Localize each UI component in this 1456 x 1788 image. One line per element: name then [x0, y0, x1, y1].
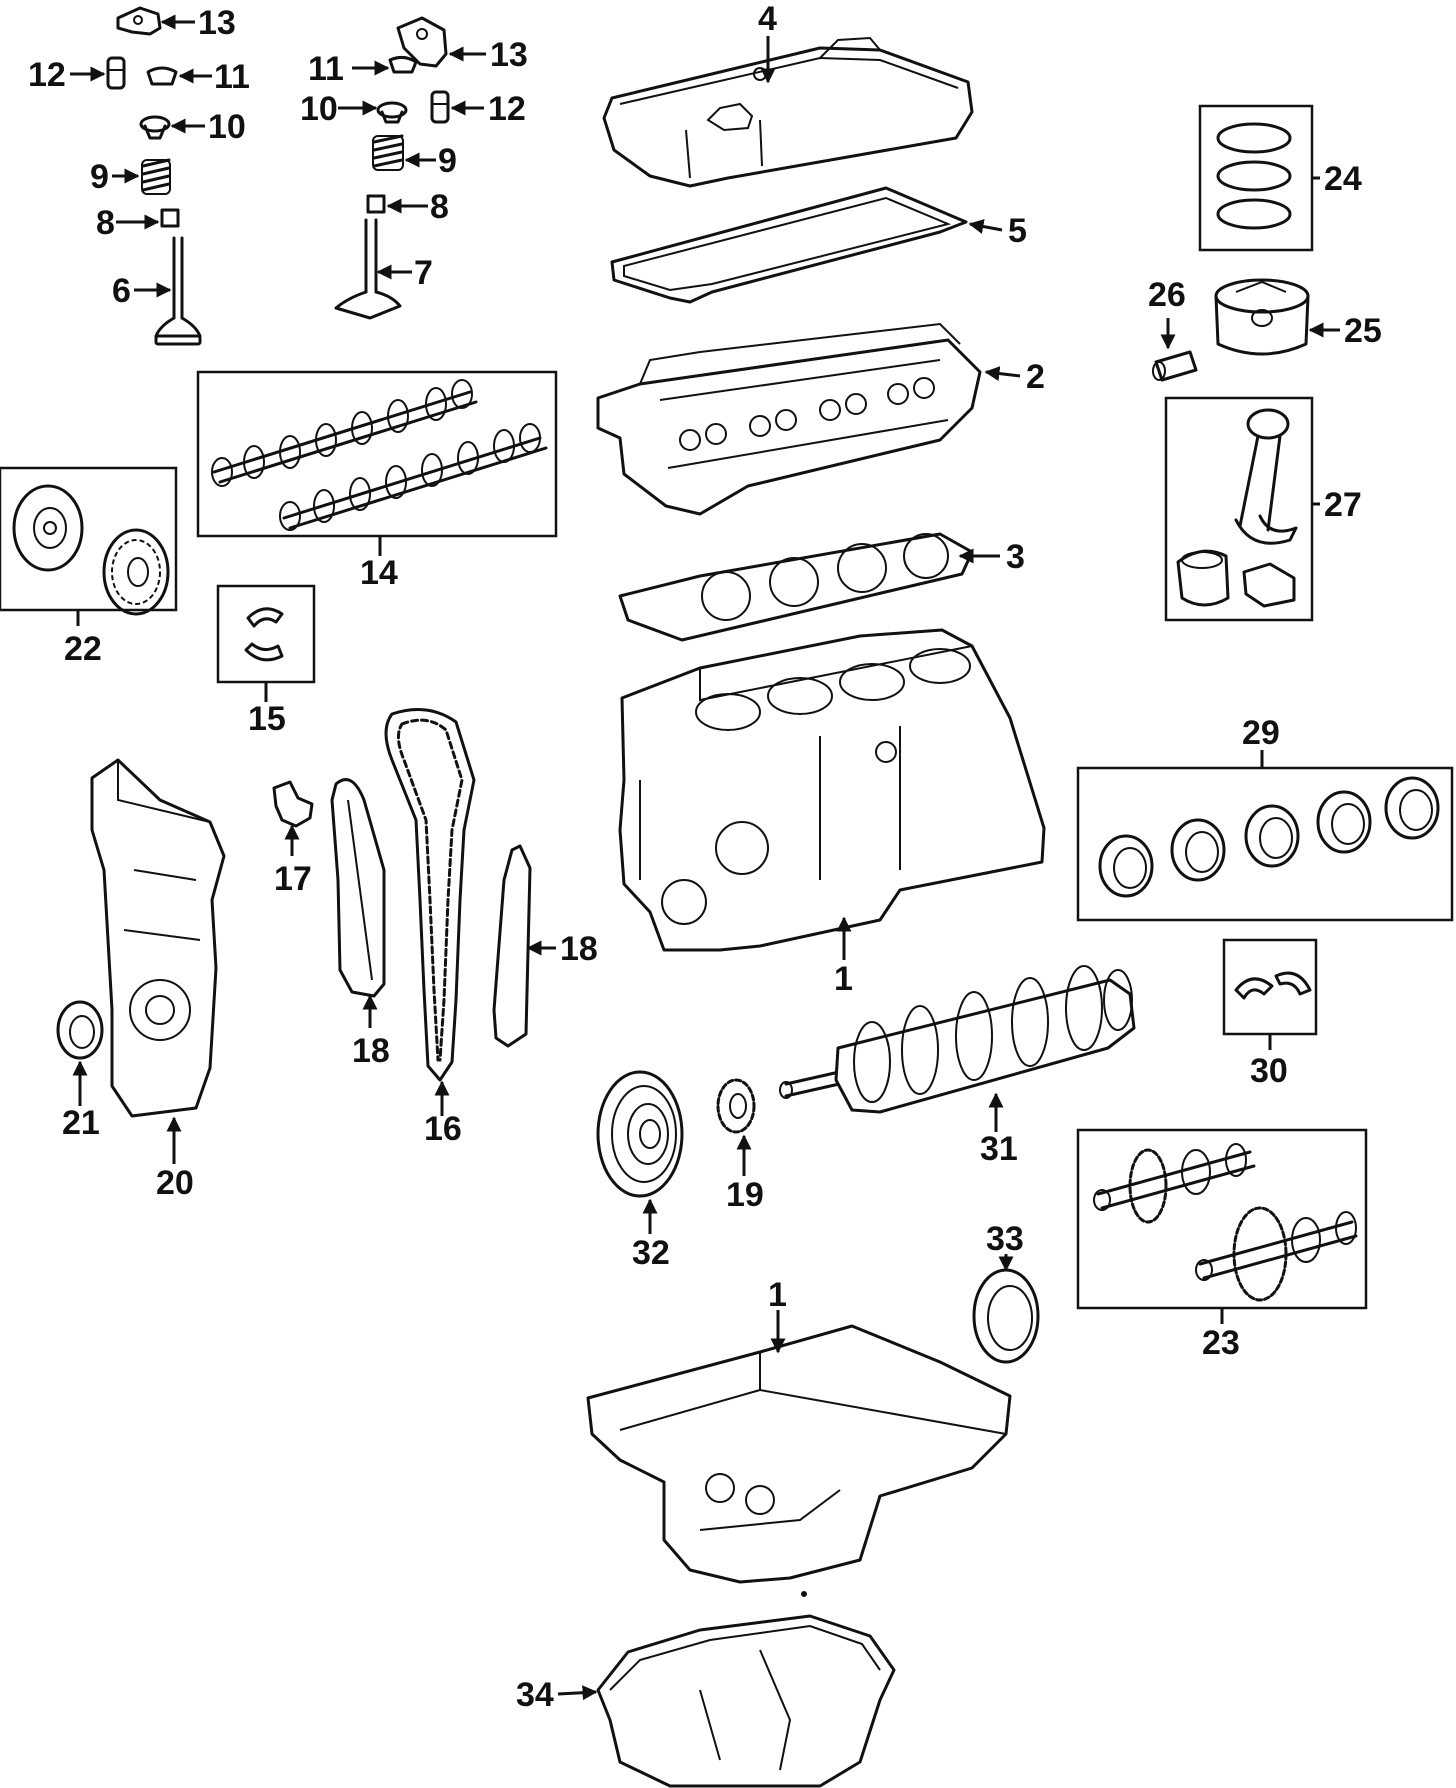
- camshaft-lower: [279, 423, 548, 531]
- chain-guide-left: [330, 778, 386, 998]
- callout-27: 27: [1324, 486, 1362, 524]
- connecting-rod: [1176, 408, 1298, 608]
- main-bearings: [1098, 776, 1440, 898]
- piston-rings: [1216, 122, 1292, 230]
- lash-adjuster-right: [430, 90, 450, 124]
- camshaft-kit-box: [196, 370, 558, 538]
- valve-seal-left: [160, 208, 180, 228]
- leader-lines: [70, 14, 1340, 1701]
- vvt-gear-exhaust: [102, 528, 170, 616]
- valve-cap-right: [388, 55, 418, 74]
- callout-10-right: 10: [300, 90, 338, 128]
- vvt-gear-intake: [12, 484, 84, 572]
- connecting-rod-box: [1164, 396, 1314, 622]
- callout-9-left: 9: [90, 158, 109, 196]
- valve-left: [154, 236, 202, 346]
- valve-retainer-right: [376, 101, 408, 124]
- crank-pulley: [596, 1070, 684, 1198]
- piston-pin: [1152, 350, 1198, 382]
- callout-5: 5: [1008, 212, 1027, 250]
- rear-main-seal: [972, 1268, 1040, 1364]
- callout-21: 21: [62, 1104, 100, 1142]
- crankshaft: [779, 965, 1136, 1114]
- callout-8-right: 8: [430, 188, 449, 226]
- callout-1-crankcase: 1: [768, 1276, 787, 1314]
- callout-13-right: 13: [490, 36, 528, 74]
- chain-guide-right: [492, 844, 532, 1048]
- callout-34: 34: [516, 1676, 554, 1714]
- thrust-washer-box: [216, 584, 316, 684]
- callout-31: 31: [980, 1130, 1018, 1168]
- crank-sprocket: [716, 1078, 756, 1134]
- callout-labels: 13 12 11 10 9 8 6 13 11 10 12 9 8 7 4 5 …: [28, 0, 1382, 1714]
- thrust-washers: [244, 607, 284, 662]
- callout-12-left: 12: [28, 56, 66, 94]
- callout-11-left: 11: [214, 58, 250, 96]
- callout-13-left: 13: [198, 4, 236, 42]
- valve-spring-right: [372, 134, 404, 171]
- main-bearing-box: [1076, 766, 1454, 922]
- valve-cover-gasket: [610, 186, 968, 304]
- callout-2: 2: [1026, 358, 1045, 396]
- callout-11-right: 11: [308, 50, 344, 88]
- callout-22: 22: [64, 630, 102, 668]
- camshaft-upper: [211, 379, 478, 487]
- callout-30: 30: [1250, 1052, 1288, 1090]
- callout-18-right: 18: [560, 930, 598, 968]
- callout-7: 7: [414, 254, 433, 292]
- callout-25: 25: [1344, 312, 1382, 350]
- balance-shaft-lower: [1195, 1206, 1358, 1302]
- lash-adjuster-left: [106, 56, 126, 90]
- callout-3: 3: [1006, 538, 1025, 576]
- callout-17: 17: [274, 860, 312, 898]
- timing-cover: [90, 758, 226, 1118]
- callout-14: 14: [360, 554, 398, 592]
- valve-right: [334, 218, 402, 320]
- callout-16: 16: [424, 1110, 462, 1148]
- callout-20: 20: [156, 1164, 194, 1202]
- callout-8-left: 8: [96, 204, 115, 242]
- crank-thrust-washers: [1234, 971, 1312, 1000]
- valve-cap-left: [146, 66, 178, 86]
- drain-bolt-marker: [801, 1591, 807, 1597]
- piston: [1214, 278, 1310, 356]
- chain-tensioner: [272, 780, 314, 828]
- callout-9-right: 9: [438, 142, 457, 180]
- callout-6: 6: [112, 272, 131, 310]
- callout-26: 26: [1148, 276, 1186, 314]
- rocker-arm-left: [116, 6, 162, 36]
- valve-seal-right: [366, 194, 386, 214]
- valve-spring-left: [141, 158, 171, 195]
- callout-12-right: 12: [488, 90, 526, 128]
- callout-1-block: 1: [834, 960, 853, 998]
- balance-shaft-upper: [1093, 1143, 1256, 1224]
- callout-15: 15: [248, 700, 286, 738]
- balance-shaft-box: [1076, 1128, 1368, 1310]
- callout-32: 32: [632, 1234, 670, 1272]
- head-gasket: [618, 532, 974, 642]
- callout-4: 4: [758, 0, 777, 38]
- valve-retainer-left: [139, 115, 171, 140]
- crank-front-seal: [56, 1000, 104, 1060]
- oil-pan: [596, 1614, 896, 1788]
- timing-chain: [384, 708, 476, 1082]
- callout-24: 24: [1324, 160, 1362, 198]
- callout-18-left: 18: [352, 1032, 390, 1070]
- callout-23: 23: [1202, 1324, 1240, 1362]
- vvt-gear-box: [0, 466, 178, 612]
- lower-crankcase: [586, 1324, 1012, 1584]
- cylinder-head: [596, 322, 982, 516]
- cylinder-block: [618, 628, 1046, 952]
- callout-10-left: 10: [208, 108, 246, 146]
- callout-29: 29: [1242, 714, 1280, 752]
- callout-19: 19: [726, 1176, 764, 1214]
- callout-33: 33: [986, 1220, 1024, 1258]
- valve-cover: [602, 36, 974, 188]
- rocker-arm-right: [396, 16, 448, 68]
